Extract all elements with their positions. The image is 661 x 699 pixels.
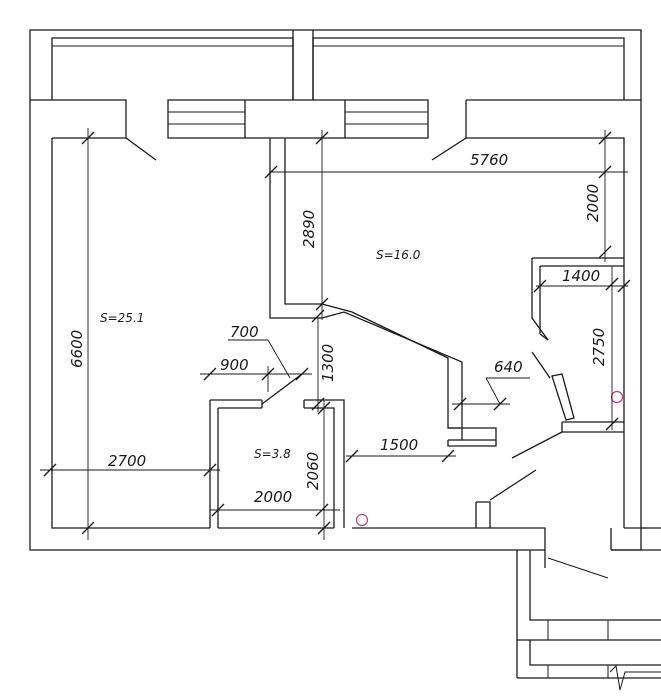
dim-2890-label: 2890	[300, 210, 318, 248]
dim-700-label: 700	[230, 323, 259, 341]
dim-640-label: 640	[494, 358, 523, 376]
dim-2700-label: 2700	[108, 452, 146, 470]
socket-kitchen	[610, 390, 624, 404]
balcony	[29, 29, 642, 100]
interior-walls	[209, 138, 624, 529]
socket-bath	[355, 513, 369, 527]
dim-2000-top-label: 2000	[584, 184, 602, 222]
area-kitchen-label: S=16.0	[376, 248, 421, 262]
dim-1500-label: 1500	[380, 436, 418, 454]
dim-6600-label: 6600	[68, 330, 86, 368]
outer-walls	[29, 99, 661, 568]
dim-5760-label: 5760	[470, 151, 508, 169]
area-living-label: S=25.1	[100, 311, 144, 325]
dim-900-label: 900	[220, 356, 249, 374]
dim-1300-label: 1300	[319, 344, 337, 382]
dim-2000-bottom-label: 2000	[254, 488, 292, 506]
stairs-area	[516, 550, 661, 691]
area-bath-label: S=3.8	[254, 447, 291, 461]
dimension-lines	[40, 128, 631, 540]
dim-1400-label: 1400	[562, 267, 600, 285]
dim-2060-label: 2060	[304, 452, 322, 490]
dim-2750-label: 2750	[590, 328, 608, 366]
